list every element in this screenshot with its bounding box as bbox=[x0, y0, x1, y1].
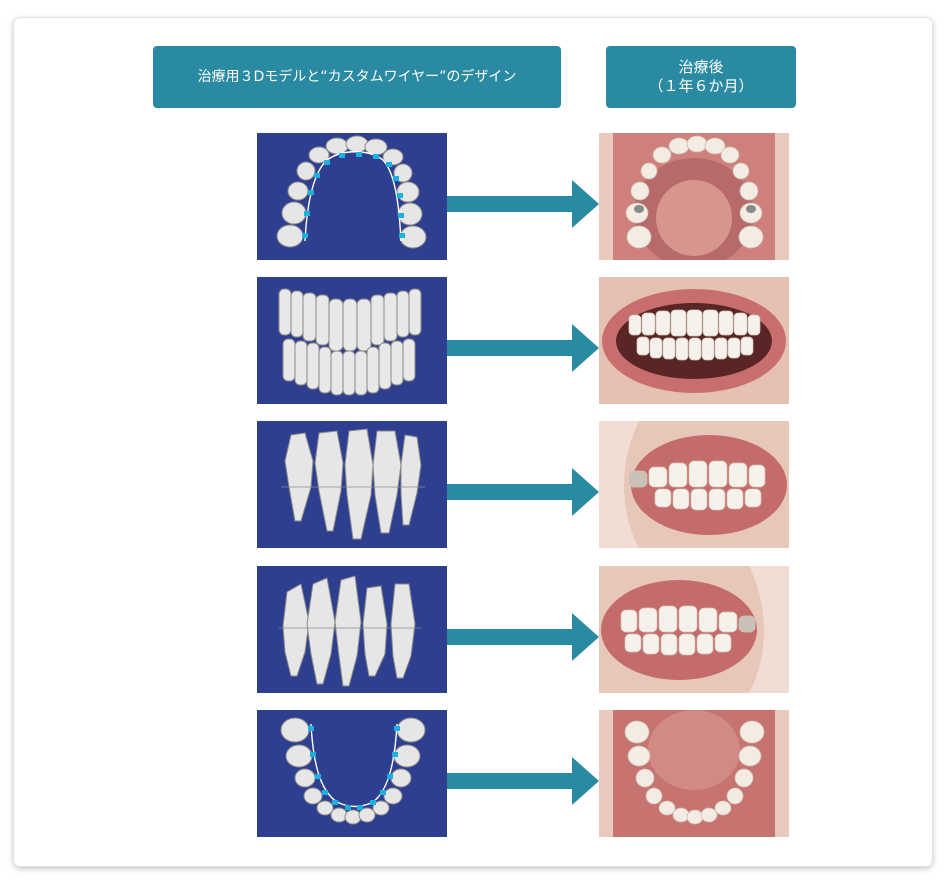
left-lateral-3d-model bbox=[257, 566, 447, 693]
comparison-row-right-lateral bbox=[0, 421, 948, 549]
lower-occlusal-photo bbox=[599, 710, 789, 837]
lower-occlusal-3d-model bbox=[257, 710, 447, 837]
arrow-icon bbox=[447, 468, 599, 516]
upper-occlusal-3d-model bbox=[257, 133, 447, 260]
model-column-title: 治療用３Dモデルと“カスタムワイヤー”のデザイン bbox=[197, 68, 517, 85]
arrow-icon bbox=[447, 180, 599, 228]
frontal-photo bbox=[599, 277, 789, 404]
model-column-header: 治療用３Dモデルと“カスタムワイヤー”のデザイン bbox=[153, 46, 561, 108]
after-treatment-title: 治療後 bbox=[678, 57, 724, 76]
after-treatment-duration: （１年６か月） bbox=[648, 77, 754, 95]
left-lateral-photo bbox=[599, 566, 789, 693]
right-lateral-photo bbox=[599, 421, 789, 548]
frontal-3d-model bbox=[257, 277, 447, 404]
comparison-row-upper-occlusal bbox=[0, 133, 948, 261]
comparison-row-lower-occlusal bbox=[0, 710, 948, 838]
upper-occlusal-photo bbox=[599, 133, 789, 260]
arrow-icon bbox=[447, 613, 599, 661]
comparison-row-frontal bbox=[0, 277, 948, 405]
after-treatment-column-header: 治療後 （１年６か月） bbox=[606, 46, 796, 108]
arrow-icon bbox=[447, 757, 599, 805]
comparison-row-left-lateral bbox=[0, 566, 948, 694]
right-lateral-3d-model bbox=[257, 421, 447, 548]
arrow-icon bbox=[447, 324, 599, 372]
